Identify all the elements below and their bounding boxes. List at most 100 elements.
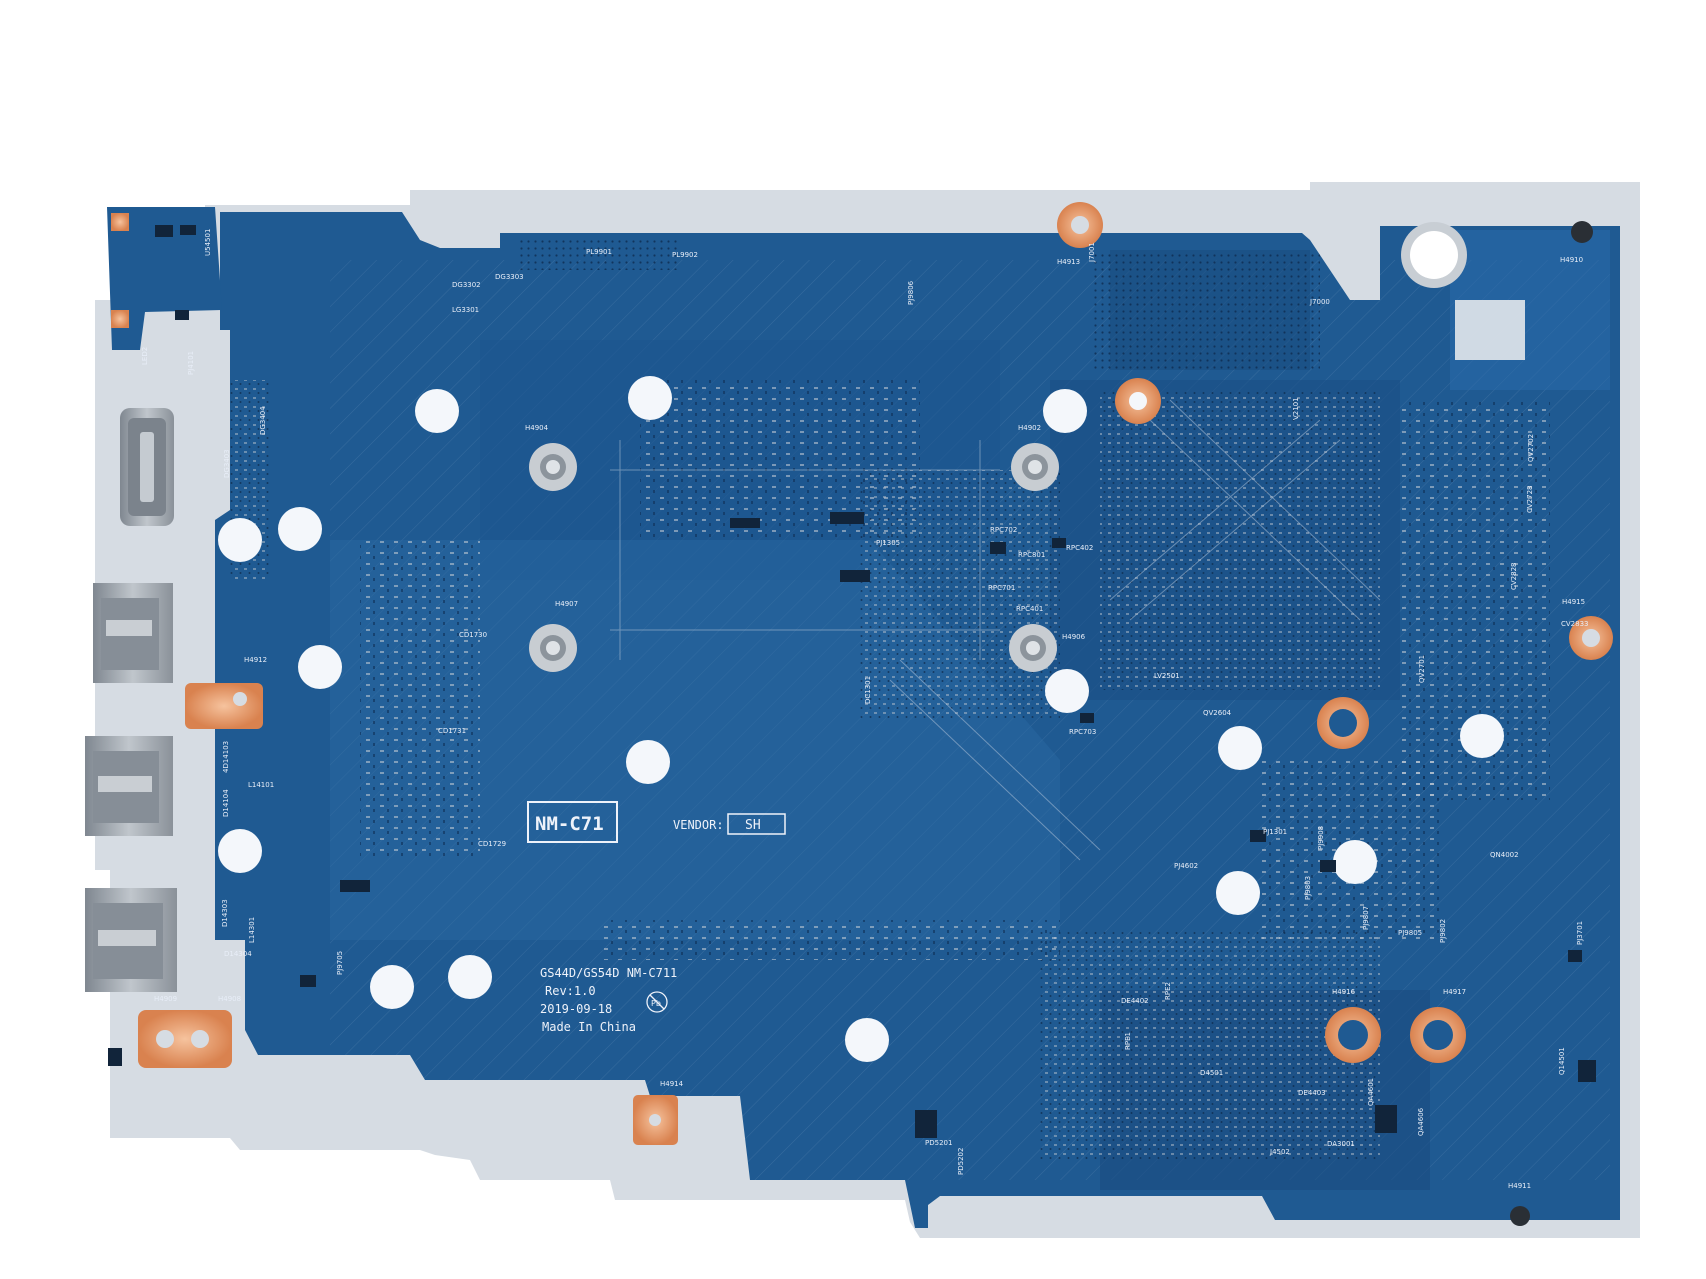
pcb-left-tab — [107, 207, 222, 350]
label-pj9802: PJ9802 — [1439, 919, 1447, 943]
label-h4908: H4908 — [218, 995, 241, 1003]
label-cv2728: CV2728 — [1526, 486, 1534, 514]
label-lg3301: LG3301 — [452, 306, 479, 314]
label-h4912: H4912 — [244, 656, 267, 664]
label-rpc702: RPC702 — [990, 526, 1017, 534]
label-qv2701: QV2701 — [1418, 655, 1426, 683]
pb-free-mark: Pb — [651, 999, 661, 1008]
label-cd1730: CD1730 — [459, 631, 487, 639]
standoffs — [529, 443, 1059, 672]
board-info-line1: GS44D/GS54D NM-C711 — [540, 966, 677, 980]
label-rpc701: RPC701 — [988, 584, 1015, 592]
label-d4501: D4501 — [1200, 1069, 1223, 1077]
mounting-hole-h4910 — [1401, 221, 1593, 1226]
copper-pads — [111, 202, 1613, 1145]
label-pj1305: PJ1305 — [876, 539, 900, 547]
pb-free-symbol — [646, 991, 668, 1013]
label-pj1301: PJ1301 — [1263, 828, 1287, 836]
label-qv2702: QV2702 — [1527, 434, 1535, 462]
standoff-h4902 — [1011, 443, 1059, 491]
label-h4902: H4902 — [1018, 424, 1041, 432]
label-rpc703: RPC703 — [1069, 728, 1096, 736]
label-d14303: D14303 — [221, 899, 229, 927]
label-cv2828: CV2828 — [1510, 563, 1518, 591]
label-pd5202: PD5202 — [957, 1148, 965, 1175]
label-cv2833: CV2833 — [1561, 620, 1589, 628]
label-d14103: 4D14103 — [222, 741, 230, 773]
label-pj4602: PJ4602 — [1174, 862, 1198, 870]
label-j7000: J7000 — [1309, 298, 1330, 306]
label-l14301: L14301 — [248, 917, 256, 943]
standoff-h4906 — [1009, 624, 1057, 672]
label-pl9902: PL9902 — [672, 251, 698, 259]
pad-h4916 — [1325, 1007, 1381, 1063]
pad-mid-right — [1317, 697, 1369, 749]
label-rpc402: RPC402 — [1066, 544, 1093, 552]
standoff-h4904 — [529, 443, 577, 491]
label-rpe1: RPE1 — [1124, 1032, 1132, 1050]
label-pj9908: PJ9908 — [1317, 826, 1325, 850]
pad-h4914 — [633, 1095, 678, 1145]
label-qv2604: QV2604 — [1203, 709, 1232, 717]
label-lv2501: LV2501 — [1154, 672, 1180, 680]
usb-a-port-3 — [85, 888, 177, 992]
board-info-line3: 2019-09-18 — [540, 1002, 612, 1016]
label-j4502: J4502 — [1269, 1148, 1290, 1156]
label-rpc801: RPC801 — [1018, 551, 1045, 559]
label-dg3302: DG3302 — [452, 281, 481, 289]
pad-h4917 — [1410, 1007, 1466, 1063]
label-pj9807: PJ9807 — [1362, 906, 1370, 930]
pad-top-right — [1115, 378, 1161, 424]
label-h4904: H4904 — [525, 424, 549, 432]
pad-top-left-2 — [111, 310, 129, 328]
label-pj9805: PJ9805 — [1398, 929, 1422, 937]
label-pl9901: PL9901 — [586, 248, 612, 256]
usb-c-port — [120, 408, 174, 526]
board-info-line2: Rev:1.0 — [545, 984, 596, 998]
label-pj4101: PJ4101 — [187, 351, 195, 375]
label-h4909: H4909 — [154, 995, 177, 1003]
label-j7001: J7001 — [1088, 242, 1096, 263]
label-h4907: H4907 — [555, 600, 578, 608]
label-cd1731: CD1731 — [438, 727, 466, 735]
label-qa4601: QA4601 — [1367, 1078, 1375, 1106]
label-rpc401: RPC401 — [1016, 605, 1043, 613]
label-dg3303: DG3303 — [495, 273, 524, 281]
reference-designators: H4904 H4902 H4907 H4906 H4912 H4913 H491… — [141, 229, 1589, 1190]
label-pj3701: PJ3701 — [1576, 921, 1584, 945]
label-u54501: U54501 — [204, 229, 212, 256]
label-l14101: L14101 — [248, 781, 274, 789]
pad-h4912 — [185, 683, 263, 729]
pad-h4913 — [1057, 202, 1103, 248]
vendor-value: SH — [745, 818, 761, 833]
label-h4915: H4915 — [1562, 598, 1585, 606]
label-h4913: H4913 — [1057, 258, 1080, 266]
label-dg3404: DG3404 — [259, 406, 267, 435]
label-h4917: H4917 — [1443, 988, 1466, 996]
white-marker-dots — [218, 376, 1504, 1062]
label-dc1301: DC1301 — [864, 676, 872, 704]
label-dg3403: DG3403 — [223, 449, 231, 478]
label-de4402: DE4402 — [1121, 997, 1149, 1005]
label-pj9705: PJ9705 — [336, 951, 344, 975]
label-qn4002: QN4002 — [1490, 851, 1519, 859]
label-cd1729: CD1729 — [478, 840, 506, 848]
black-chips — [108, 225, 1596, 1138]
label-h4910: H4910 — [1560, 256, 1583, 264]
usb-a-port-1 — [93, 583, 173, 683]
label-h4906: H4906 — [1062, 633, 1086, 641]
standoff-h4907 — [529, 624, 577, 672]
label-q14501: Q14501 — [1558, 1047, 1566, 1075]
trace-lines — [610, 399, 1381, 861]
pad-top-left-1 — [111, 213, 129, 231]
vendor-box-outline — [727, 813, 786, 835]
label-h4914: H4914 — [660, 1080, 684, 1088]
pad-h4909-h4908 — [138, 1010, 232, 1068]
usb-a-port-2 — [85, 736, 173, 836]
model-box-outline — [527, 801, 618, 843]
board-info-line4: Made In China — [542, 1020, 636, 1034]
label-d14304: D14304 — [224, 950, 252, 958]
pad-h4915 — [1569, 616, 1613, 660]
